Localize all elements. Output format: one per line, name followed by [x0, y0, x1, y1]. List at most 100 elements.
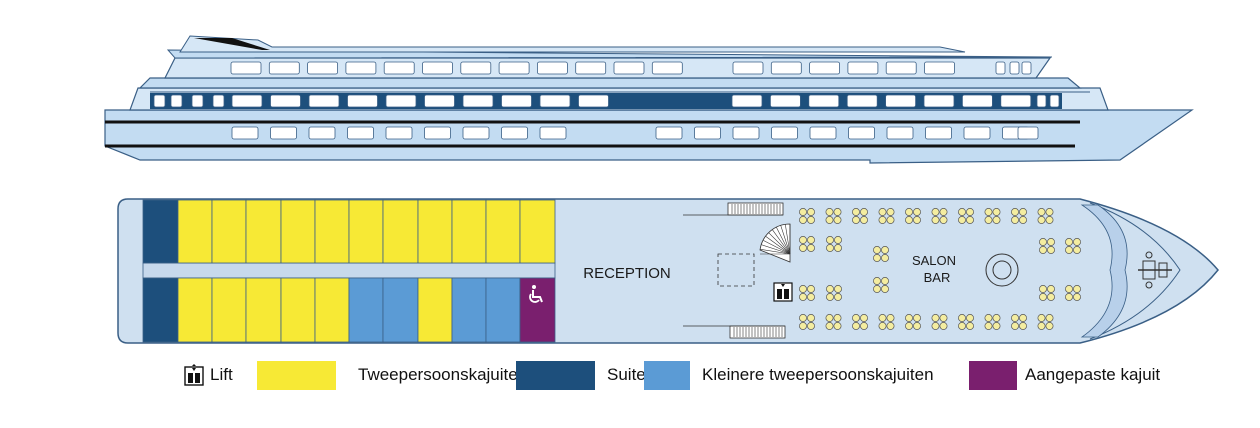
table [984, 208, 1001, 224]
legend-double: Tweepersoonskajuiten [257, 360, 527, 390]
cabin-double [485, 199, 521, 264]
table [905, 208, 921, 224]
table [931, 208, 948, 224]
table [1065, 285, 1081, 301]
cabin-double [211, 277, 247, 343]
window [732, 61, 764, 75]
window [230, 61, 262, 75]
table [1037, 314, 1054, 330]
cabin-double [177, 277, 213, 343]
cabin-double [417, 277, 453, 343]
window [924, 61, 955, 75]
legend-adapted: Aangepaste kajuit [969, 360, 1160, 390]
window [1009, 61, 1020, 75]
window [885, 61, 917, 75]
cabin-double [245, 199, 282, 264]
reception-desk [717, 253, 755, 287]
window [1017, 126, 1039, 140]
cabin-adapted [519, 277, 556, 343]
window [809, 61, 840, 75]
legend-double-swatch [257, 360, 336, 390]
cabin-grid [142, 199, 556, 343]
table [873, 277, 889, 293]
legend-lift-label: Lift [210, 365, 233, 384]
window [962, 94, 993, 108]
window [770, 61, 802, 75]
legend-adapted-label: Aangepaste kajuit [1025, 365, 1161, 384]
window [963, 126, 991, 140]
cabin-small_double [485, 277, 521, 343]
window-dark [612, 93, 720, 109]
window [539, 126, 567, 140]
legend-small-double-swatch [644, 360, 690, 390]
deck-plan: RECEPTION SALON BAR [117, 198, 1219, 344]
bar-counter [985, 253, 1019, 287]
cabin-double [177, 199, 213, 264]
window [886, 126, 914, 140]
window [385, 126, 413, 140]
legend-adapted-swatch [969, 360, 1017, 390]
table [1039, 238, 1055, 254]
table [826, 285, 842, 301]
cabin-double [314, 277, 350, 343]
cabin-double [280, 199, 316, 264]
window [771, 126, 798, 140]
table [1011, 208, 1027, 224]
window [347, 126, 374, 140]
window [925, 126, 952, 140]
salon-tables [799, 208, 1081, 330]
window [578, 94, 609, 108]
window [424, 94, 455, 108]
table [852, 314, 868, 330]
window [501, 94, 532, 108]
cabin-corridor [142, 262, 556, 279]
window [422, 61, 453, 75]
window [347, 94, 378, 108]
middle-deck [138, 77, 1082, 89]
legend-small-double-label: Kleinere tweepersoonskajuiten [702, 365, 934, 384]
window [231, 126, 259, 140]
ship-side-view [104, 35, 1194, 164]
table [825, 208, 842, 224]
window [1049, 94, 1060, 108]
window [537, 61, 568, 75]
table [958, 314, 974, 330]
table [873, 246, 889, 262]
cabin-suite [142, 277, 179, 343]
cabin-double [211, 199, 247, 264]
window [462, 94, 494, 108]
cabin-double [280, 277, 316, 343]
table [799, 208, 815, 224]
window [731, 94, 763, 108]
table [799, 236, 815, 252]
legend-double-label: Tweepersoonskajuiten [358, 365, 528, 384]
window [270, 94, 301, 108]
window [539, 94, 571, 108]
window [308, 126, 336, 140]
window [995, 61, 1006, 75]
table [826, 236, 842, 252]
side-windows [150, 61, 1062, 140]
window [575, 61, 607, 75]
cabin-double [382, 199, 419, 264]
window [1000, 94, 1032, 108]
wheelhouse [179, 35, 966, 53]
window [1036, 94, 1047, 108]
cabin-double [314, 199, 350, 264]
legend-small-double: Kleinere tweepersoonskajuiten [644, 360, 934, 390]
bow-hatch [1080, 204, 1128, 338]
cabin-double [245, 277, 282, 343]
table [984, 314, 1001, 330]
legend-suites-swatch [516, 360, 595, 390]
window [308, 94, 340, 108]
window [848, 126, 875, 140]
table [825, 314, 842, 330]
table [1039, 285, 1055, 301]
legend-suites: Suites [516, 360, 654, 390]
table [1065, 238, 1081, 254]
window [498, 61, 530, 75]
window [655, 126, 683, 140]
window [732, 126, 760, 140]
cabin-small_double [382, 277, 419, 343]
